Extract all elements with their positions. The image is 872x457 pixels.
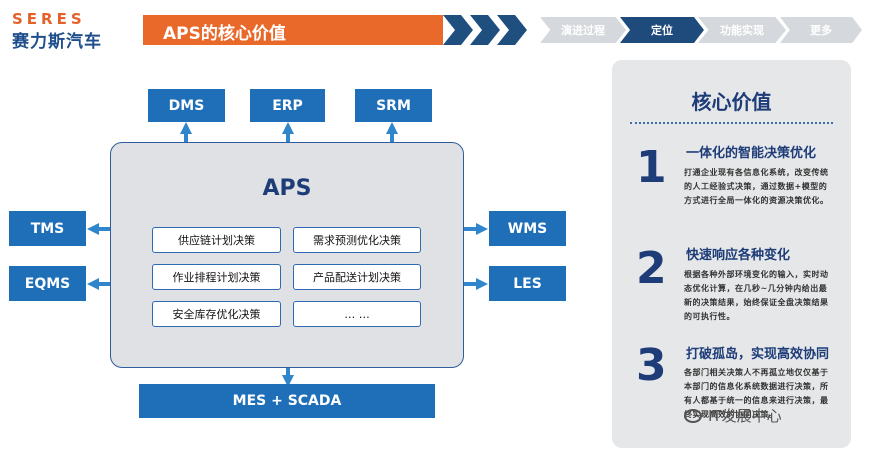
logo-cjk-text: 赛力斯汽车 — [12, 32, 102, 52]
point-number: 2 — [636, 243, 667, 294]
system-mes-scada: MES + SCADA — [139, 384, 435, 418]
system-eqms: EQMS — [9, 266, 86, 301]
decision-demand-forecast: 需求预测优化决策 — [293, 227, 421, 253]
aps-title: APS — [262, 176, 312, 201]
chevron-decoration-icon — [470, 15, 500, 45]
point-title: 快速响应各种变化 — [686, 248, 791, 263]
wechat-icon — [684, 408, 702, 423]
watermark: IT发展中心 — [684, 405, 782, 426]
point-description: 各部门相关决策人不再孤立地仅仅基于本部门的信息化系统数据进行决策，所有人都基于统… — [684, 368, 829, 419]
system-erp: ERP — [250, 89, 325, 122]
step-positioning[interactable]: 定位 — [620, 17, 704, 43]
decision-supply-chain: 供应链计划决策 — [152, 227, 281, 253]
decision-distribution: 产品配送计划决策 — [293, 264, 421, 290]
point-title: 打破孤岛，实现高效协同 — [686, 347, 830, 362]
step-label: 更多 — [810, 24, 832, 37]
system-tms: TMS — [9, 211, 86, 246]
chevron-decoration-icon — [443, 15, 473, 45]
watermark-text: IT发展中心 — [708, 407, 782, 425]
system-srm: SRM — [355, 89, 432, 122]
step-label: 演进过程 — [561, 24, 605, 37]
panel-title: 核心价值 — [691, 90, 772, 114]
point-description: 打通企业现有各信息化系统，改变传统的人工经验式决策，通过数据+模型的方式进行全局… — [684, 168, 829, 205]
title-banner: APS的核心价值 — [143, 15, 443, 45]
point-number: 1 — [636, 142, 667, 193]
page-title: APS的核心价值 — [163, 24, 286, 44]
decision-more: … … — [293, 301, 421, 327]
logo-latin-text: SERES — [12, 10, 86, 28]
chevron-decoration-icon — [497, 15, 527, 45]
step-label: 功能实现 — [720, 24, 764, 37]
point-description: 根据各种外部环境变化的输入，实时动态优化计算，在几秒~几分钟内给出最新的决策结果… — [684, 270, 829, 321]
decision-safety-stock: 安全库存优化决策 — [152, 301, 281, 327]
step-more[interactable]: 更多 — [780, 17, 862, 43]
step-function[interactable]: 功能实现 — [698, 17, 786, 43]
panel-divider — [630, 122, 833, 124]
aps-container — [110, 142, 464, 368]
point-number: 3 — [636, 340, 667, 391]
decision-scheduling: 作业排程计划决策 — [152, 264, 281, 290]
system-dms: DMS — [148, 89, 225, 122]
system-les: LES — [489, 266, 566, 301]
core-value-panel: 核心价值 1 一体化的智能决策优化 打通企业现有各信息化系统，改变传统的人工经验… — [612, 60, 851, 448]
step-label: 定位 — [651, 24, 673, 37]
step-evolution[interactable]: 演进过程 — [540, 17, 626, 43]
point-title: 一体化的智能决策优化 — [686, 146, 817, 161]
seres-logo: SERES 赛力斯汽车 — [12, 10, 124, 52]
system-wms: WMS — [489, 211, 566, 246]
